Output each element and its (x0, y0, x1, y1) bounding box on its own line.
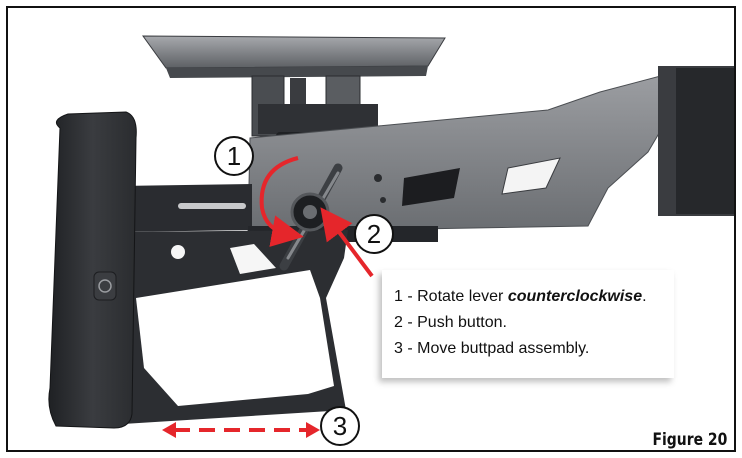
callout-2-label: 2 (366, 218, 382, 249)
legend-item-1-emphasis: counterclockwise (507, 288, 643, 305)
legend-item-2: 2 - Push button. (394, 314, 507, 331)
cheek-rest (142, 35, 446, 78)
stock-body (247, 66, 734, 233)
figure-label: Figure 20 (647, 430, 732, 450)
legend-item-1-suffix: . (642, 288, 647, 305)
move-arrow (162, 422, 320, 438)
legend-item-3: 3 - Move buttpad assembly. (394, 340, 590, 357)
instruction-legend: 1 - Rotate lever counterclockwise. 2 - P… (382, 270, 674, 378)
legend-item-1-prefix: 1 - Rotate lever (394, 288, 508, 305)
push-arrow (320, 207, 374, 278)
lower-frame (118, 230, 348, 424)
callout-3: 3 (320, 406, 360, 446)
callout-1-label: 1 (226, 140, 242, 171)
legend-item-1: 1 - Rotate lever counterclockwise. (394, 284, 674, 310)
rotate-arrow (259, 156, 304, 247)
callout-3-label: 3 (332, 410, 348, 441)
buttpad (48, 111, 137, 429)
callout-1: 1 (214, 136, 254, 176)
buttstock-illustration (48, 35, 734, 438)
callout-2: 2 (354, 214, 394, 254)
